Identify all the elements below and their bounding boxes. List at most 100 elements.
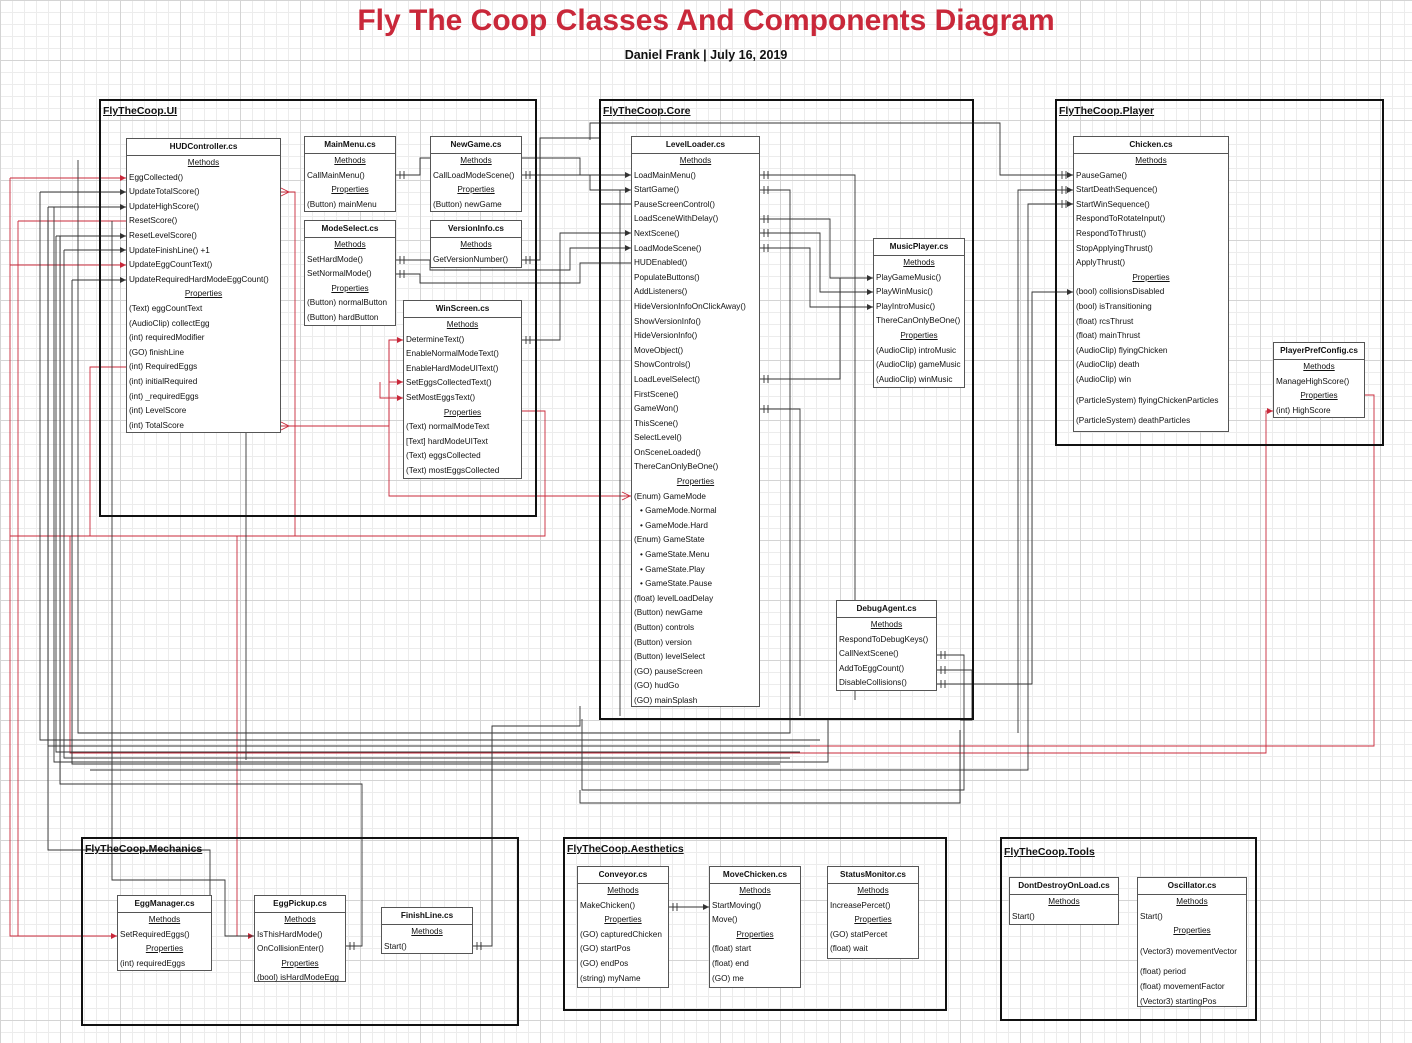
member-row: (float) rcsThrust — [1076, 316, 1134, 326]
member-row: Start() — [1012, 911, 1035, 921]
class-name: WinScreen.cs — [404, 301, 521, 318]
member-row: PlayIntroMusic() — [876, 301, 936, 311]
connector-line — [589, 122, 1073, 176]
connector-line — [71, 280, 780, 765]
section-header: Properties — [854, 915, 892, 925]
section-header: Properties — [184, 289, 223, 299]
section-header: Methods — [870, 620, 903, 629]
member-row: (float) period — [1140, 967, 1186, 977]
member-row: LoadMainMenu() — [634, 170, 696, 180]
namespace-aesthetics: FlyTheCoop.Aesthetics — [563, 837, 947, 1011]
arrowhead-icon — [120, 277, 126, 283]
member-row: (bool) isTransitioning — [1076, 301, 1152, 311]
member-row: ShowVersionInfo() — [634, 316, 701, 326]
member-row: (AudioClip) gameMusic — [876, 360, 961, 370]
section-header: Methods — [446, 320, 479, 329]
section-header: Properties — [1173, 926, 1211, 936]
member-row: (Button) newGame — [433, 199, 502, 209]
member-row: UpdateTotalScore() — [129, 187, 200, 197]
connector-line — [388, 340, 631, 497]
member-row: PlayGameMusic() — [876, 272, 942, 282]
member-row: (float) levelLoadDelay — [634, 593, 714, 603]
member-row: (Button) hardButton — [307, 312, 379, 322]
class-name: EggPickup.cs — [255, 896, 345, 913]
connector-line — [937, 291, 1073, 685]
member-row: AddToEggCount() — [839, 663, 905, 673]
class-name: MainMenu.cs — [305, 137, 395, 154]
member-row: (int) TotalScore — [129, 420, 184, 430]
arrowhead-icon — [867, 289, 873, 295]
enum-value: • GameState.Play — [632, 563, 759, 578]
member-row: CallNextScene() — [839, 649, 899, 659]
section-header: Properties — [331, 283, 369, 293]
member-row: HideVersionInfoOnClickAway() — [634, 301, 746, 311]
member-row: (ParticleSystem) deathParticles — [1076, 416, 1191, 426]
member-row: RespondToDebugKeys() — [839, 634, 929, 644]
member-row: (float) wait — [830, 944, 868, 954]
connector-line — [760, 408, 801, 716]
arrowhead-icon — [625, 172, 631, 178]
class-name: Conveyor.cs — [578, 867, 668, 884]
member-row: StartGame() — [634, 185, 680, 195]
connector-line — [473, 706, 581, 947]
member-row: UpdateHighScore() — [129, 201, 200, 211]
member-row: DetermineText() — [406, 334, 465, 344]
connector-line — [396, 247, 631, 271]
arrowhead-icon — [625, 230, 631, 236]
connector-line — [579, 730, 961, 804]
arrowhead-icon — [1267, 408, 1273, 414]
class-name: NewGame.cs — [431, 137, 521, 154]
section-header: Properties — [331, 185, 369, 195]
many-marker-icon — [280, 187, 291, 197]
connector-line — [90, 203, 1073, 771]
arrowhead-icon — [1067, 172, 1073, 178]
member-row: EggCollected() — [129, 172, 184, 182]
member-row: GameWon() — [634, 404, 679, 414]
namespace-ui: FlyTheCoop.UI — [99, 99, 537, 517]
member-row: UpdateFinishLine() +1 — [129, 245, 210, 255]
arrowhead-icon — [120, 262, 126, 268]
member-row: (AudioClip) collectEgg — [129, 318, 210, 328]
section-header: Methods — [460, 240, 492, 249]
member-row: (AudioClip) death — [1076, 360, 1140, 370]
connector-line — [63, 250, 790, 759]
enum-value: • GameMode.Hard — [632, 519, 759, 534]
member-row: HUDEnabled() — [634, 258, 688, 268]
member-row: SetMostEggsText() — [406, 392, 476, 402]
connector-line — [760, 247, 873, 308]
section-header: Properties — [676, 477, 715, 487]
member-row: AddListeners() — [634, 287, 688, 297]
member-row: (GO) pauseScreen — [634, 666, 703, 676]
bullet-icon: • — [640, 579, 646, 589]
section-header: Properties — [281, 958, 319, 968]
connector-line — [292, 394, 1375, 747]
member-row: UpdateEggCountText() — [129, 260, 213, 270]
connector-line — [55, 236, 800, 753]
namespace-label: FlyTheCoop.Player — [1059, 105, 1155, 117]
member-row: Start() — [384, 941, 407, 951]
section-header: Methods — [334, 156, 366, 165]
section-header: Methods — [903, 258, 935, 267]
member-row: IsThisHardMode() — [257, 929, 323, 939]
member-row: (ParticleSystem) flyingChickenParticles — [1076, 395, 1219, 405]
section-header: Properties — [457, 185, 495, 195]
